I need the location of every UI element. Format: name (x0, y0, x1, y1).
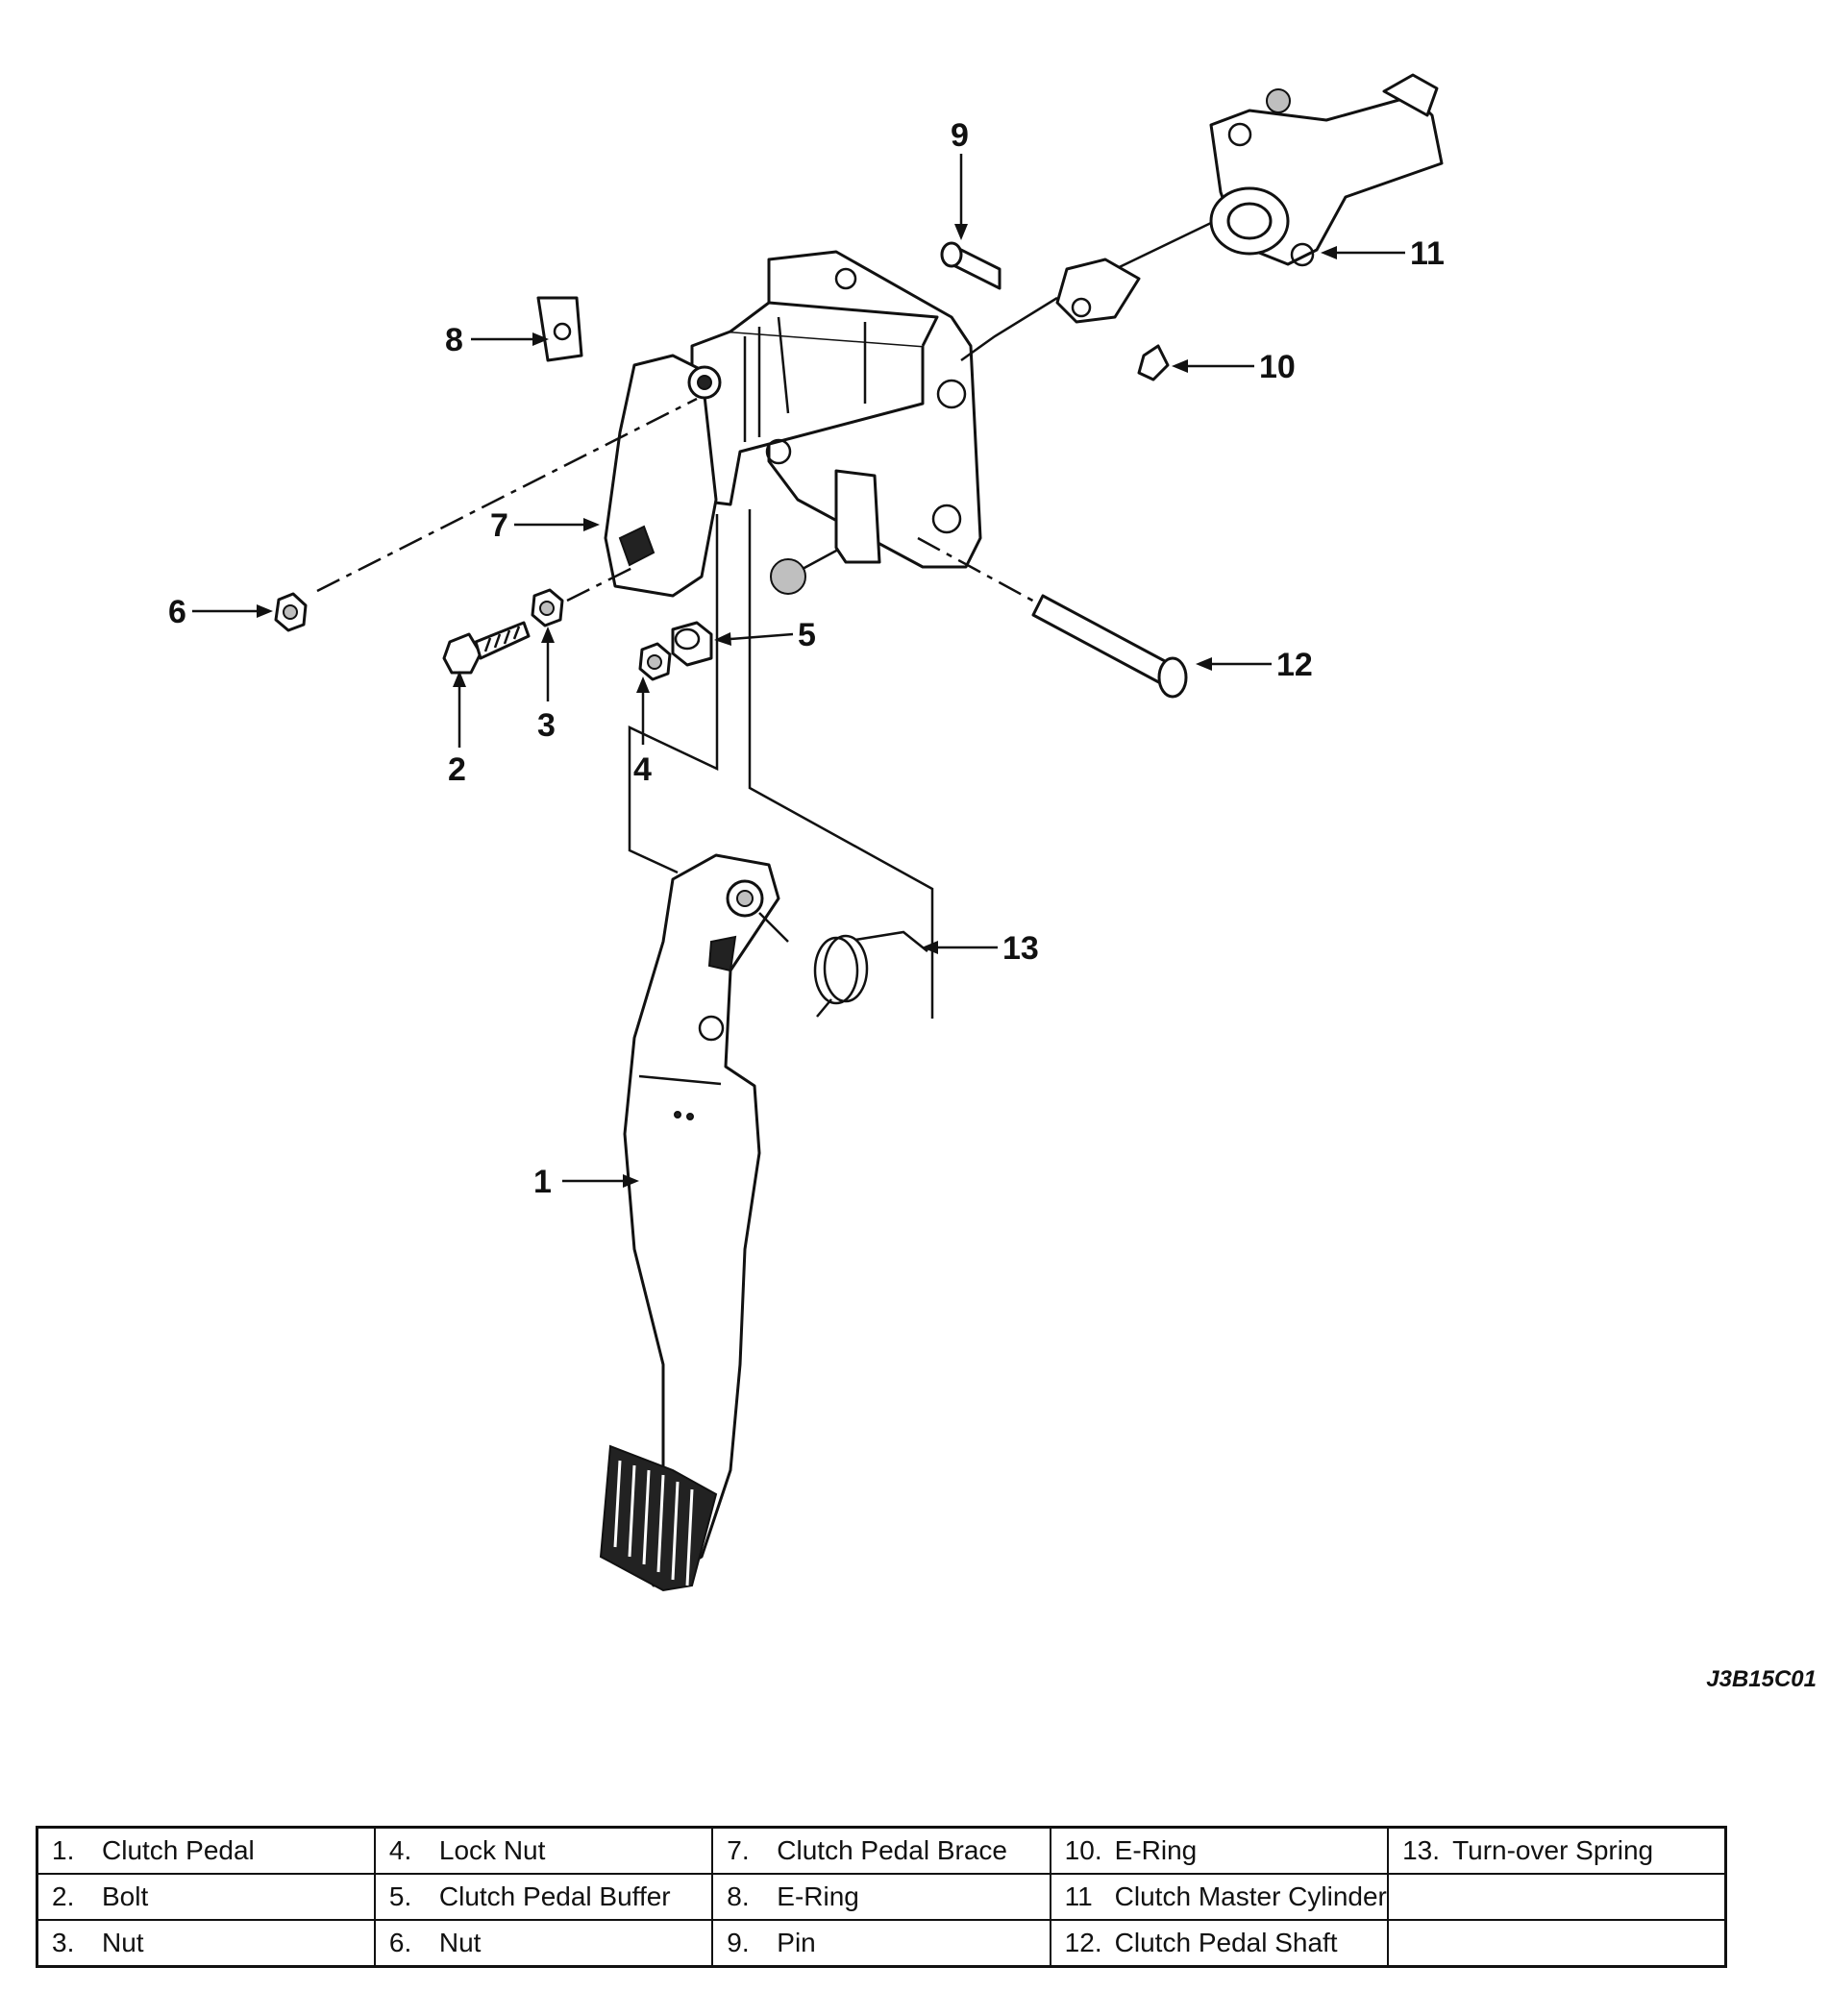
legend-row: 3.Nut 6.Nut 9.Pin 12.Clutch Pedal Shaft (36, 1919, 1727, 1968)
callout-13: 13 (1002, 930, 1039, 967)
callout-labels: 1 2 3 4 5 6 7 8 9 10 11 12 13 (168, 117, 1445, 1200)
figure-code: J3B15C01 (1706, 1666, 1817, 1692)
e-ring-8 (536, 296, 583, 362)
callout-3: 3 (537, 707, 556, 744)
callout-7: 7 (490, 507, 508, 544)
legend-cell: 3.Nut (36, 1919, 376, 1968)
legend-cell (1387, 1919, 1727, 1968)
callout-9: 9 (951, 117, 969, 154)
clutch-pedal (599, 853, 780, 1592)
callout-1: 1 (533, 1164, 552, 1200)
assembly-bracket-lines (628, 509, 934, 1019)
leader-arrows (192, 154, 1405, 1188)
legend-cell: 10.E-Ring (1049, 1826, 1390, 1875)
legend-cell: 5.Clutch Pedal Buffer (373, 1873, 714, 1921)
legend-cell: 13.Turn-over Spring (1387, 1826, 1727, 1875)
pedal-bracket-assembly (604, 250, 982, 598)
e-ring-10 (1137, 344, 1170, 381)
clutch-pedal-shaft (917, 536, 1188, 699)
legend-cell: 7.Clutch Pedal Brace (711, 1826, 1051, 1875)
pin-9 (940, 241, 1002, 290)
legend-cell: 4.Lock Nut (373, 1826, 714, 1875)
callout-11: 11 (1410, 235, 1445, 272)
parts-legend-table: 1.Clutch Pedal 4.Lock Nut 7.Clutch Pedal… (36, 1826, 1727, 1968)
legend-row: 1.Clutch Pedal 4.Lock Nut 7.Clutch Pedal… (36, 1826, 1727, 1875)
legend-cell: 6.Nut (373, 1919, 714, 1968)
callout-4: 4 (633, 751, 652, 788)
legend-cell: 8.E-Ring (711, 1873, 1051, 1921)
legend-row: 2.Bolt 5.Clutch Pedal Buffer 8.E-Ring 11… (36, 1873, 1727, 1921)
hardware (274, 397, 713, 681)
callout-12: 12 (1276, 647, 1313, 683)
callout-10: 10 (1259, 349, 1296, 385)
legend-cell (1387, 1873, 1727, 1921)
legend-cell: 1.Clutch Pedal (36, 1826, 376, 1875)
callout-2: 2 (448, 751, 466, 788)
turn-over-spring (813, 930, 928, 1018)
clutch-master-cylinder (960, 73, 1444, 362)
callout-5: 5 (798, 617, 816, 653)
legend-cell: 12.Clutch Pedal Shaft (1049, 1919, 1390, 1968)
callout-8: 8 (445, 322, 463, 358)
legend-cell: 9.Pin (711, 1919, 1051, 1968)
legend-cell: 2.Bolt (36, 1873, 376, 1921)
callout-6: 6 (168, 594, 186, 630)
